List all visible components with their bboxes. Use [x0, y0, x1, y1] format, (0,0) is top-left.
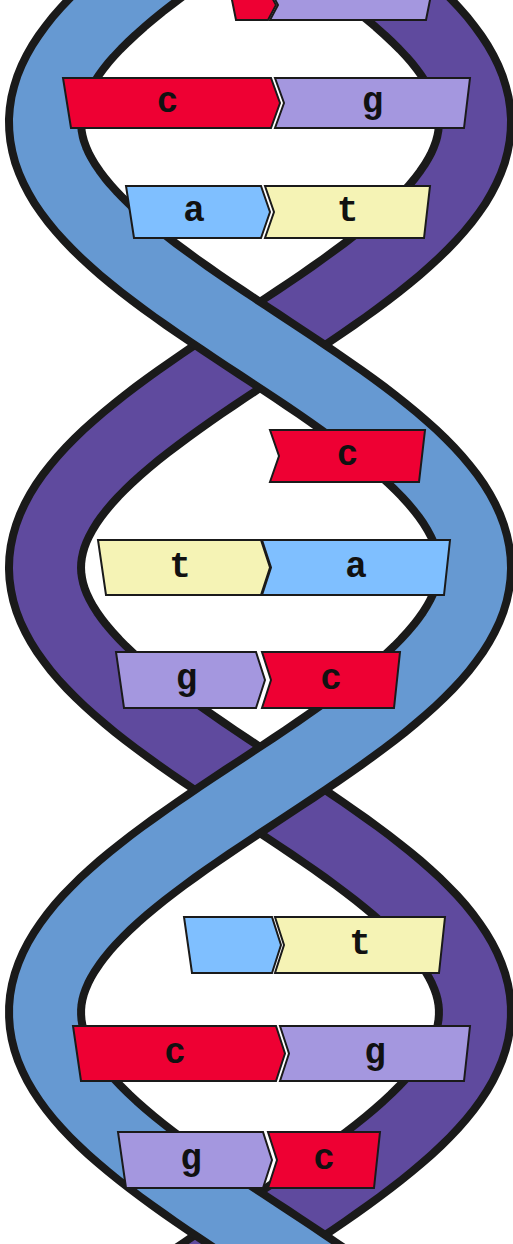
base-letter: g	[176, 662, 198, 698]
base-block: t	[265, 186, 430, 238]
base-block: g	[110, 1132, 272, 1188]
base-outline	[268, 1132, 380, 1188]
base-outline	[265, 186, 430, 238]
base-block: t	[275, 917, 445, 973]
base-letter: t	[337, 194, 359, 230]
back-strand	[45, 0, 475, 1244]
base-letter: c	[337, 438, 359, 474]
base-block: a	[118, 186, 270, 238]
base-letter: g	[180, 1142, 202, 1178]
base-outline	[63, 78, 280, 128]
base-block: t	[90, 540, 270, 595]
base-block: a	[262, 540, 450, 595]
base-outline	[275, 78, 470, 128]
base-outline	[280, 1026, 470, 1081]
base-letter: c	[313, 1142, 335, 1178]
base-outline	[262, 652, 400, 708]
front-strand	[45, 0, 475, 1244]
base-block: c	[65, 1026, 285, 1081]
base-piece	[184, 917, 281, 973]
base-letter: t	[169, 550, 191, 586]
base-outline	[275, 917, 445, 973]
base-outline	[118, 1132, 272, 1188]
strand-outline	[45, 0, 475, 1244]
base-block: g	[280, 1026, 470, 1081]
base-piece	[230, 0, 276, 20]
base-letter: c	[164, 1036, 186, 1072]
base-letter: g	[362, 85, 384, 121]
base-block: c	[270, 430, 425, 482]
strand-outline	[45, 0, 475, 1244]
base-letter: a	[345, 550, 367, 586]
base-outline	[116, 652, 265, 708]
base-letter: g	[364, 1036, 386, 1072]
base-block: c	[262, 652, 400, 708]
base-letter: a	[183, 194, 205, 230]
base-block: g	[275, 78, 470, 128]
base-outline	[126, 186, 270, 238]
base-outline	[98, 540, 270, 595]
base-letter: c	[320, 662, 342, 698]
base-block: c	[55, 78, 280, 128]
base-outline	[262, 540, 450, 595]
base-block: c	[268, 1132, 380, 1188]
base-piece	[270, 0, 432, 20]
base-letter: c	[157, 85, 179, 121]
base-block: g	[108, 652, 265, 708]
base-outline	[73, 1026, 285, 1081]
base-outline	[270, 430, 425, 482]
base-letter: t	[349, 927, 371, 963]
